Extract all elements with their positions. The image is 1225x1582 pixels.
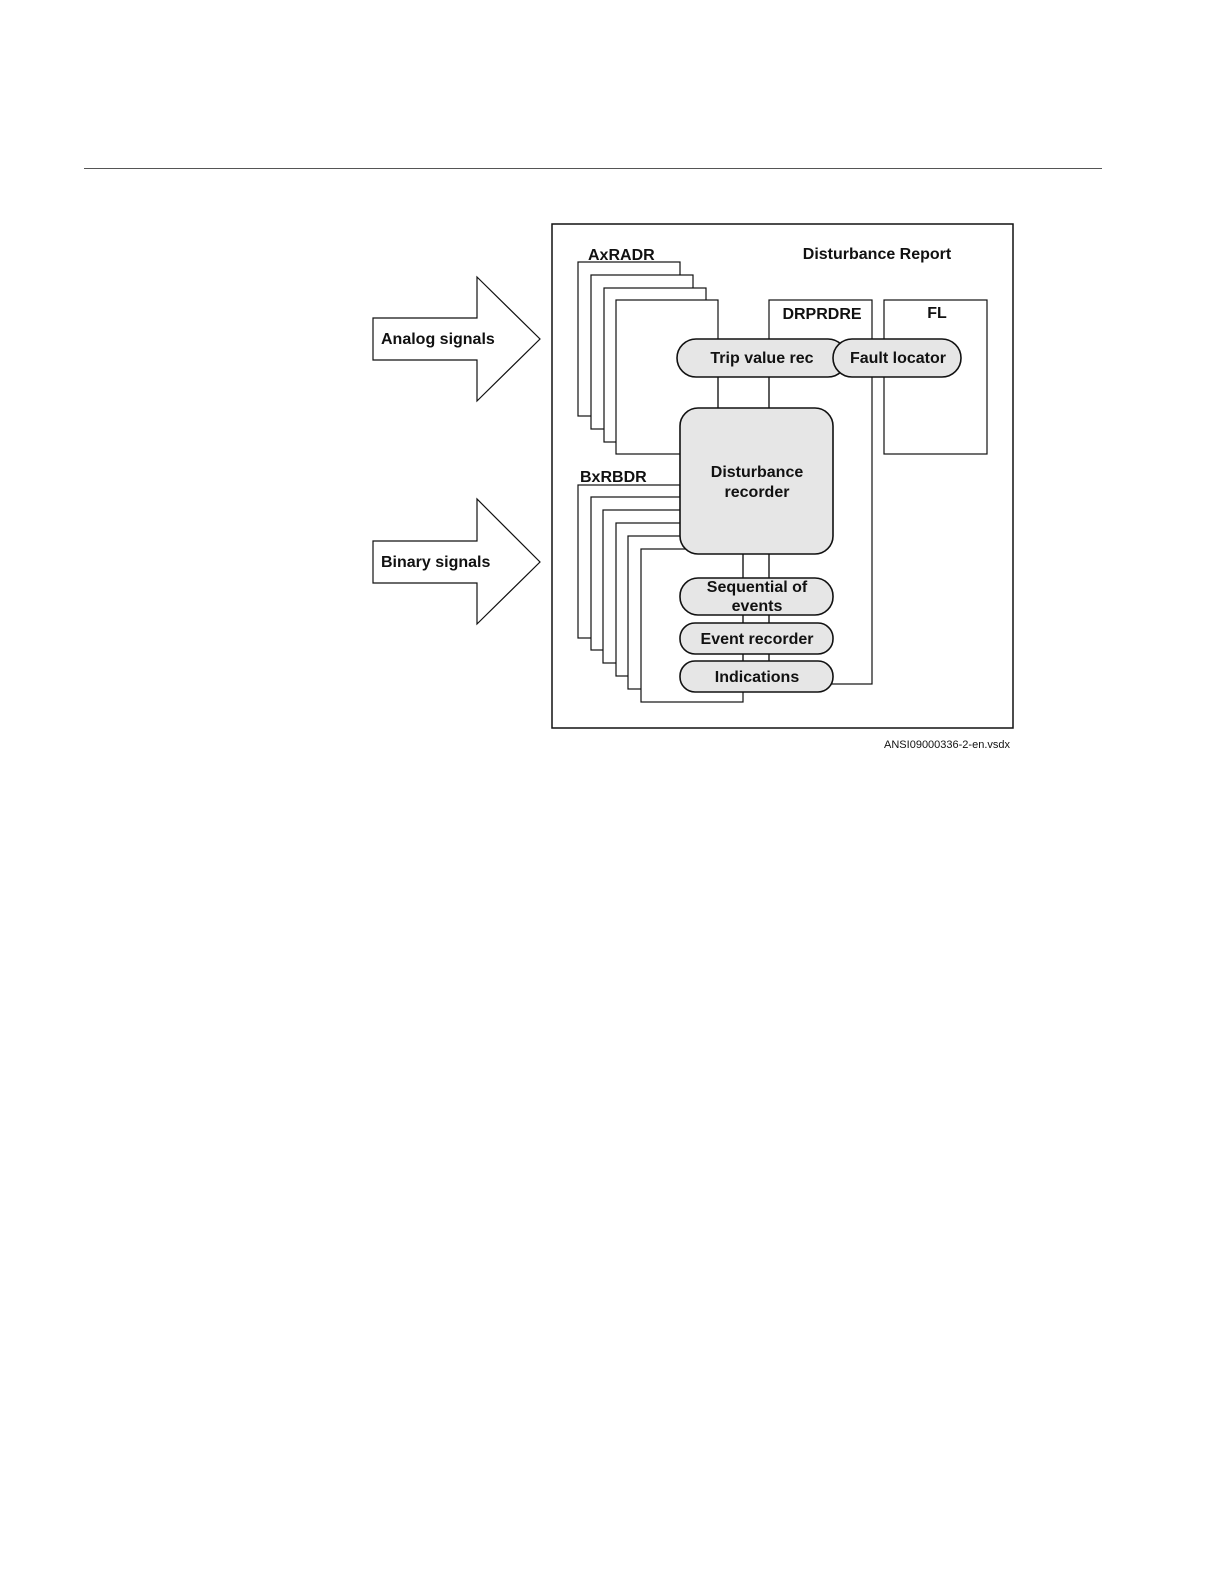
trip-value-rec-label: Trip value rec	[710, 350, 813, 367]
file-reference: ANSI09000336-2-en.vsdx	[884, 739, 1010, 751]
disturbance-recorder-label-line2: recorder	[725, 484, 790, 501]
axradr-label: AxRADR	[588, 247, 655, 264]
drprdre-label: DRPRDRE	[782, 306, 861, 323]
indications-label: Indications	[715, 669, 800, 686]
binary-signals-label: Binary signals	[381, 554, 490, 571]
bxrbdr-label: BxRBDR	[580, 469, 647, 486]
sequential-of-events-label-line1: Sequential of	[707, 579, 808, 596]
fault-locator-label: Fault locator	[850, 350, 946, 367]
disturbance-recorder-label-line1: Disturbance	[711, 464, 804, 481]
sequential-of-events-label-line2: events	[732, 598, 783, 615]
disturbance-recorder-block	[680, 408, 833, 554]
disturbance-report-title: Disturbance Report	[803, 246, 952, 263]
fl-label: FL	[927, 305, 947, 322]
event-recorder-label: Event recorder	[701, 631, 814, 648]
analog-signals-label: Analog signals	[381, 331, 495, 348]
